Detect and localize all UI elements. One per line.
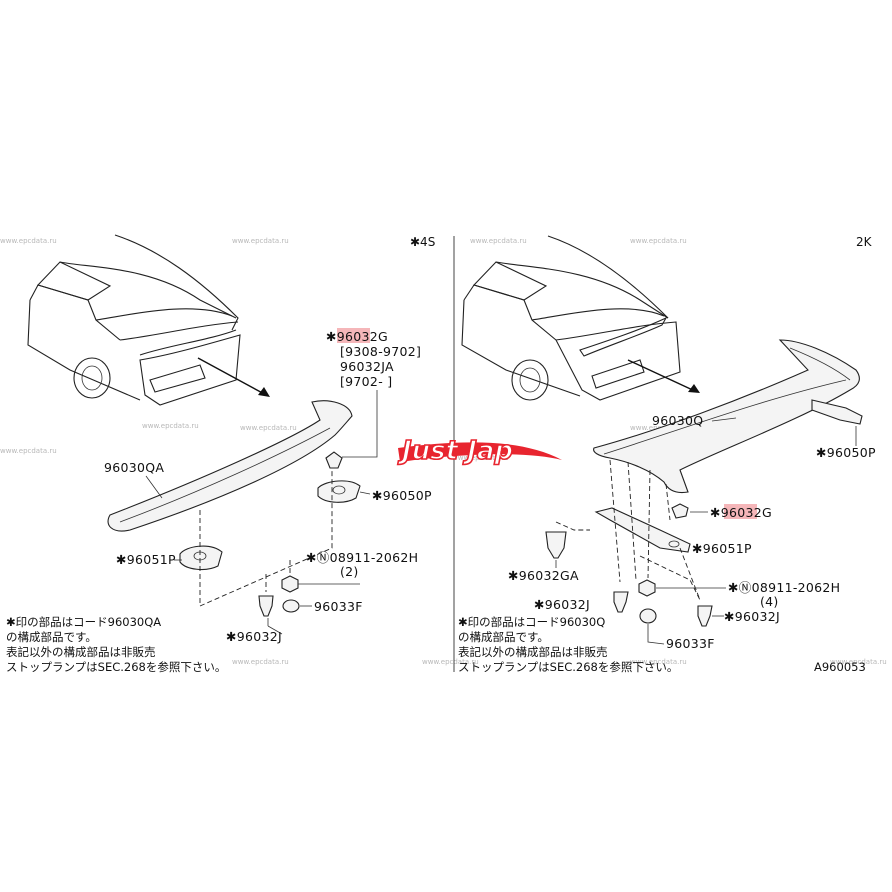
note-line-2: の構成部品です。 — [6, 630, 97, 644]
watermark: www.epcdata.ru — [830, 658, 887, 666]
watermark: www.epcdata.ru — [452, 454, 509, 462]
callout-alt-part: 96032JA — [340, 359, 394, 374]
watermark: www.epcdata.ru — [0, 237, 57, 245]
arrow-head-icon — [258, 387, 270, 397]
nut-qty-label: (2) — [340, 564, 359, 579]
spoiler-96030Q — [593, 339, 860, 494]
car-rear-illustration — [461, 235, 681, 401]
callout-part-label: ✱96032G — [710, 505, 772, 520]
car-rear-illustration — [27, 234, 241, 406]
clip-96032G — [671, 503, 689, 519]
pad-label: ✱96051P — [116, 552, 176, 567]
bracket-96050P — [317, 480, 361, 503]
just-jap-logo: Just Jap — [396, 435, 562, 467]
watermark: www.epcdata.ru — [470, 237, 527, 245]
watermark: www.epcdata.ru — [0, 447, 57, 455]
direction-arrow — [627, 359, 698, 393]
bracket-96050P — [811, 399, 863, 425]
clip-right-label: ✱96032J — [724, 609, 780, 624]
grommet-label: 96033F — [666, 636, 715, 651]
nut-code-label: ✱Ⓝ08911-2062H — [306, 550, 418, 565]
pad-label: ✱96051P — [692, 541, 752, 556]
spoiler-label: 96030Q — [652, 413, 703, 428]
clip-label: ✱96032J — [226, 629, 282, 644]
right-panel: 2K — [458, 235, 876, 674]
note-line-1: ✱印の部品はコード96030QA — [6, 615, 161, 629]
nut-qty-label: (4) — [760, 594, 779, 609]
note-line-4: ストップランプはSEC.268を参照下さい。 — [458, 660, 678, 674]
watermark: www.epcdata.ru — [422, 658, 479, 666]
spoiler-label: 96030QA — [104, 460, 164, 475]
grommet-label: 96033F — [314, 599, 363, 614]
clip-96032GA — [545, 531, 567, 559]
note-line-1: ✱印の部品はコード96030Q — [458, 615, 605, 629]
pad-96051P — [179, 545, 223, 571]
bracket-label: ✱96050P — [372, 488, 432, 503]
watermarks: www.epcdata.ru www.epcdata.ru www.epcdat… — [0, 237, 887, 666]
callout-date-2: [9702- ] — [340, 374, 392, 389]
watermark: www.epcdata.ru — [630, 237, 687, 245]
clip-96032J-left — [613, 591, 629, 613]
arrow-head-icon — [688, 384, 700, 393]
grommet-96033F — [282, 599, 300, 613]
callout-highlight — [337, 328, 370, 343]
nut-08911-2062H — [281, 575, 299, 593]
callout-highlight — [724, 504, 757, 519]
watermark: www.epcdata.ru — [142, 422, 199, 430]
logo-text: Just Jap — [397, 436, 513, 466]
clip-96032G — [325, 451, 343, 469]
nut-08911-2062H — [638, 579, 656, 597]
clip-left-label: ✱96032J — [534, 597, 590, 612]
spoiler-96030QA — [107, 400, 353, 532]
clip-ga-label: ✱96032GA — [508, 568, 579, 583]
left-corner-label: ✱4S — [410, 235, 435, 249]
diagram-id: A960053 — [814, 660, 866, 674]
callout-part-label: ✱96032G — [326, 329, 388, 344]
clip-96032J — [258, 595, 274, 617]
bracket-label: ✱96050P — [816, 445, 876, 460]
watermark: www.epcdata.ru — [240, 424, 297, 432]
pad-96051P — [594, 507, 691, 553]
callout-date-1: [9308-9702] — [340, 344, 421, 359]
left-panel: ✱4S — [6, 234, 435, 674]
callout-leader — [342, 390, 378, 458]
assembly-lines — [609, 459, 621, 583]
note-line-4: ストップランプはSEC.268を参照下さい。 — [6, 660, 226, 674]
note-line-3: 表記以外の構成部品は非販売 — [6, 645, 156, 659]
direction-arrow — [197, 357, 269, 397]
watermark: www.epcdata.ru — [232, 658, 289, 666]
note-line-3: 表記以外の構成部品は非販売 — [458, 645, 608, 659]
clip-96032J-right — [697, 605, 713, 627]
grommet-96033F — [639, 608, 657, 624]
nut-code-label: ✱Ⓝ08911-2062H — [728, 580, 840, 595]
watermark: www.epcdata.ru — [232, 237, 289, 245]
note-line-2: の構成部品です。 — [458, 630, 549, 644]
watermark: www.epcdata.ru — [630, 658, 687, 666]
right-corner-label: 2K — [856, 235, 873, 249]
